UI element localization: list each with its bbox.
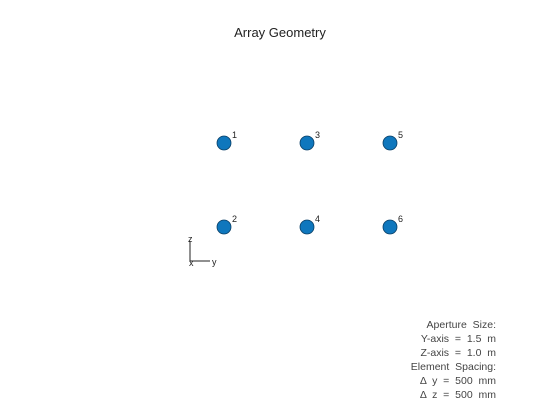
x-axis-label: x bbox=[189, 258, 194, 268]
array-element-marker bbox=[382, 135, 398, 151]
y-axis-label: y bbox=[212, 257, 217, 267]
array-element-marker bbox=[216, 219, 232, 235]
spacing-z: Δ z = 500 mm bbox=[419, 389, 496, 401]
array-element-label: 3 bbox=[315, 130, 320, 140]
z-axis-label: z bbox=[188, 234, 193, 244]
array-element-label: 4 bbox=[315, 214, 320, 224]
array-element-label: 1 bbox=[232, 130, 237, 140]
array-info-panel: Aperture Size: Y-axis = 1.5 m Z-axis = 1… bbox=[411, 318, 496, 402]
array-element-marker bbox=[299, 219, 315, 235]
aperture-y: Y-axis = 1.5 m bbox=[420, 333, 496, 345]
aperture-heading: Aperture Size: bbox=[426, 319, 496, 331]
array-element-label: 2 bbox=[232, 214, 237, 224]
aperture-z: Z-axis = 1.0 m bbox=[420, 347, 496, 359]
array-element-marker bbox=[382, 219, 398, 235]
spacing-heading: Element Spacing: bbox=[410, 361, 496, 373]
array-element-marker bbox=[216, 135, 232, 151]
array-elements: 1 2 3 4 5 6 bbox=[216, 130, 403, 235]
spacing-y: Δ y = 500 mm bbox=[419, 375, 496, 387]
figure-title: Array Geometry bbox=[234, 25, 326, 40]
axes-indicator: z x y bbox=[188, 234, 217, 268]
array-element-label: 5 bbox=[398, 130, 403, 140]
array-element-marker bbox=[299, 135, 315, 151]
array-element-label: 6 bbox=[398, 214, 403, 224]
